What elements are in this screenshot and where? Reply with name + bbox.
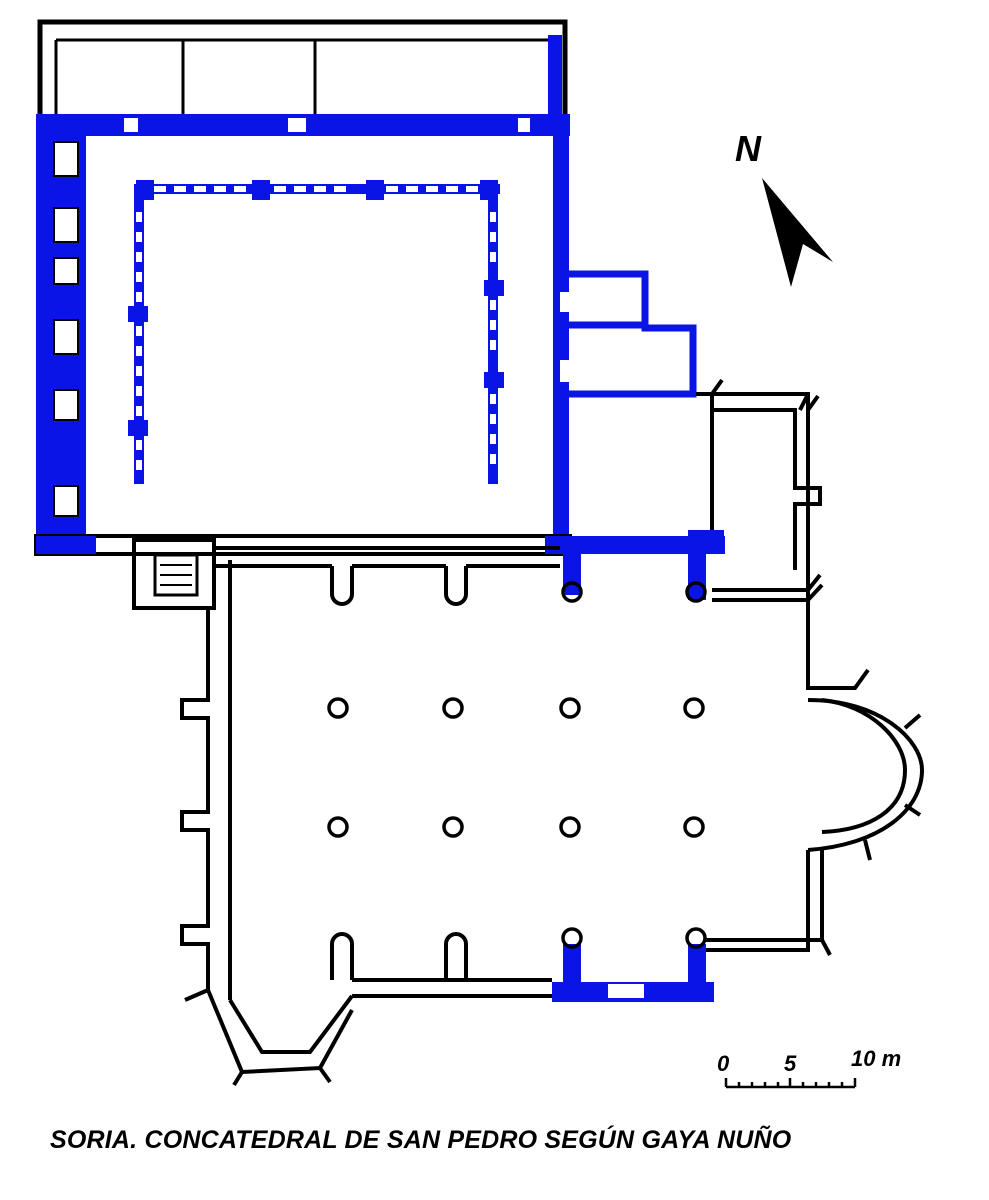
north-gallery-outline: [37, 19, 568, 118]
chapter-rooms: [569, 270, 697, 398]
apse: [821, 698, 908, 834]
cloister-south-wall: [34, 534, 572, 556]
courtyard-arcade: [128, 180, 504, 484]
scale-label-0: 0: [717, 1051, 730, 1076]
tower: [132, 538, 216, 610]
plan-caption: SORIA. CONCATEDRAL DE SAN PEDRO SEGÚN GA…: [50, 1126, 792, 1154]
west-apse: [228, 994, 354, 1054]
nave-columns: [327, 581, 707, 949]
scale-bar-icon: [724, 1078, 857, 1089]
cloister: [34, 19, 725, 556]
north-arrow-icon: [762, 178, 833, 287]
cloister-east-wall: [553, 114, 569, 554]
church: [132, 378, 925, 1087]
scale-label-5: 5: [784, 1051, 797, 1076]
church-blue-walls: [552, 530, 724, 1002]
scale-label-10: 10 m: [851, 1046, 902, 1071]
north-label: N: [735, 128, 761, 169]
